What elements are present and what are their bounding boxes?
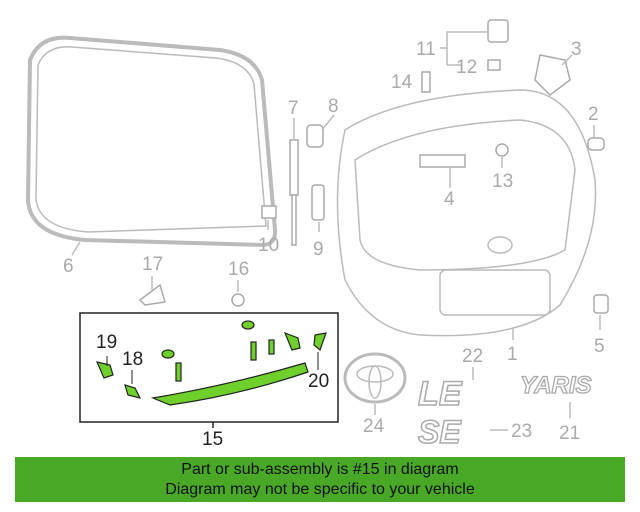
callout-13[interactable]: 13 xyxy=(492,171,513,192)
callout-3[interactable]: 3 xyxy=(571,39,582,60)
callout-20[interactable]: 20 xyxy=(308,371,329,392)
callout-15[interactable]: 15 xyxy=(202,429,223,450)
callout-10[interactable]: 10 xyxy=(258,235,279,256)
sub-assembly-box[interactable] xyxy=(79,312,339,423)
info-banner: Part or sub-assembly is #15 in diagram D… xyxy=(15,457,625,502)
callout-23[interactable]: 23 xyxy=(511,421,532,442)
callout-12[interactable]: 12 xyxy=(456,57,477,78)
le-badge-part[interactable]: LE xyxy=(417,374,463,414)
strut-part[interactable] xyxy=(289,139,299,196)
callout-19[interactable]: 19 xyxy=(96,332,117,353)
callout-21[interactable]: 21 xyxy=(559,423,580,444)
callout-22[interactable]: 22 xyxy=(462,346,483,367)
callout-16[interactable]: 16 xyxy=(228,259,249,280)
callout-1[interactable]: 1 xyxy=(507,344,518,365)
callout-8[interactable]: 8 xyxy=(328,96,339,117)
callout-11[interactable]: 11 xyxy=(416,39,436,60)
callout-6[interactable]: 6 xyxy=(63,256,74,277)
callout-18[interactable]: 18 xyxy=(122,349,143,370)
yaris-badge-part[interactable]: YARIS xyxy=(519,371,592,399)
toyota-emblem-part[interactable] xyxy=(343,352,407,404)
callout-7[interactable]: 7 xyxy=(288,98,299,119)
callout-17[interactable]: 17 xyxy=(142,254,163,275)
callout-9[interactable]: 9 xyxy=(313,239,324,260)
weatherstrip-part[interactable] xyxy=(25,35,278,248)
callout-4[interactable]: 4 xyxy=(444,189,455,210)
garnish-part[interactable] xyxy=(150,362,309,406)
banner-line-2: Diagram may not be specific to your vehi… xyxy=(165,481,475,498)
callout-2[interactable]: 2 xyxy=(588,104,599,125)
banner-line-1: Part or sub-assembly is #15 in diagram xyxy=(181,461,459,478)
callout-24[interactable]: 24 xyxy=(363,416,385,437)
se-badge-part[interactable]: SE xyxy=(417,413,463,451)
liftgate-part[interactable] xyxy=(336,89,597,337)
callout-14[interactable]: 14 xyxy=(391,72,413,93)
callout-5[interactable]: 5 xyxy=(594,336,605,357)
